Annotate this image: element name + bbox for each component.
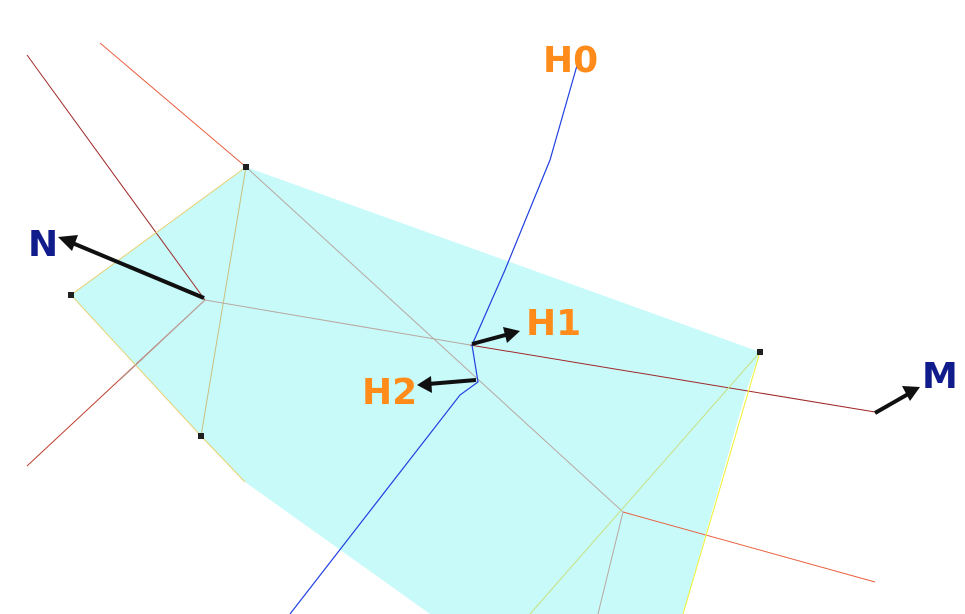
arrow-h2: [417, 376, 477, 393]
interior-edge-2: [200, 166, 247, 437]
vertex-right: [757, 349, 763, 355]
label-h1: H1: [526, 303, 581, 344]
interior-edge-5: [597, 511, 624, 614]
label-h0: H0: [543, 40, 598, 81]
label-m: M: [922, 356, 958, 397]
vertex-left: [68, 292, 74, 298]
interior-edge-3: [204, 299, 471, 346]
blue-path: [289, 61, 579, 614]
label-n: N: [28, 224, 58, 265]
arrow-m: [874, 386, 920, 415]
hull-edge-right: [682, 351, 761, 614]
outer-ray-lower-right: [622, 511, 876, 583]
interior-edge-4: [119, 299, 206, 381]
interior-edge-6: [529, 351, 761, 614]
arrow-n: [58, 235, 205, 300]
label-h2: H2: [362, 372, 417, 413]
arrow-h1: [471, 327, 520, 346]
outer-ray-top-left: [26, 54, 206, 301]
shaded-region: [71, 167, 760, 614]
outer-ray-top: [99, 42, 247, 168]
outer-ray-right: [469, 344, 876, 413]
vertex-bottom-left: [198, 433, 204, 439]
vertex-top: [243, 164, 249, 170]
interior-edge-1: [245, 166, 624, 513]
